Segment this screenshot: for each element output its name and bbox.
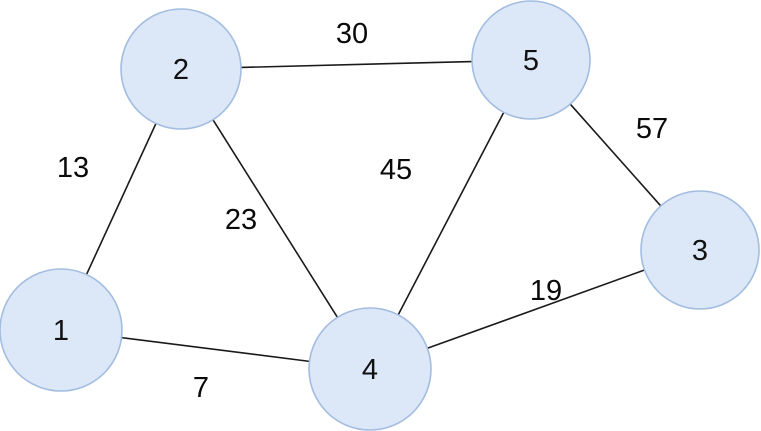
edges-layer (85, 60, 662, 363)
graph-edge-1-2 (85, 123, 157, 275)
node-circle-4[interactable] (308, 307, 432, 431)
edge-weight-2-4: 23 (225, 204, 257, 236)
node-circle-5[interactable] (471, 0, 591, 120)
node-circle-2[interactable] (120, 8, 242, 130)
edge-weight-2-5: 30 (336, 18, 368, 50)
graph-node-5[interactable]: 5 (471, 0, 591, 120)
graph-edge-4-3 (427, 269, 645, 350)
node-label-2: 2 (173, 54, 189, 86)
graph-edge-2-5 (240, 60, 473, 69)
node-label-5: 5 (523, 45, 539, 77)
graph-edge-1-4 (121, 336, 310, 363)
graph-edge-2-4 (212, 119, 339, 318)
graph-node-3[interactable]: 3 (640, 190, 760, 310)
graph-edge-5-3 (569, 103, 662, 207)
edge-weight-4-5: 45 (380, 154, 412, 186)
edge-weight-1-4: 7 (193, 372, 209, 404)
node-label-1: 1 (53, 315, 69, 347)
node-circle-1[interactable] (0, 268, 123, 392)
edge-weight-4-3: 19 (530, 275, 562, 307)
edge-weight-5-3: 57 (636, 113, 668, 145)
graph-node-4[interactable]: 4 (308, 307, 432, 431)
edge-weight-1-2: 13 (57, 152, 89, 184)
node-label-3: 3 (692, 235, 708, 267)
node-label-4: 4 (362, 354, 378, 386)
graph-edge-4-5 (397, 111, 505, 316)
node-circle-3[interactable] (640, 190, 760, 310)
graph-node-2[interactable]: 2 (120, 8, 242, 130)
graph-node-1[interactable]: 1 (0, 268, 123, 392)
